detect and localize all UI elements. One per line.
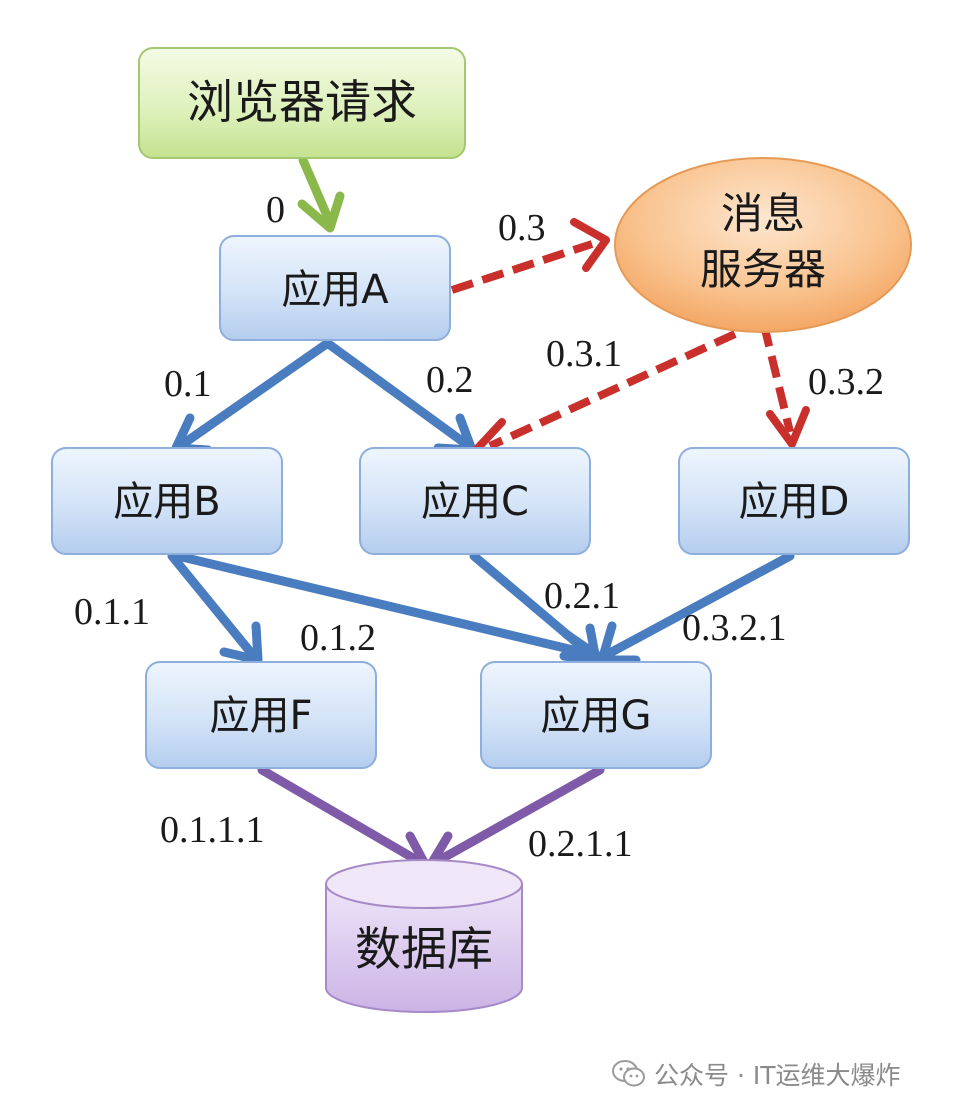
- edge-label-a-to-c: 0.2: [426, 359, 474, 401]
- watermark: 公众号 · IT运维大爆炸: [612, 1052, 901, 1096]
- edge-label-c-to-g: 0.2.1: [544, 575, 620, 617]
- app-g-node: 应用G: [480, 661, 712, 769]
- app-a-node: 应用A: [219, 235, 451, 341]
- message-server-node: 消息 服务器: [614, 157, 912, 333]
- app-c-label: 应用C: [421, 479, 529, 525]
- edge-label-browser-to-a: 0: [266, 189, 285, 231]
- edge-app-a-to-message-server: [450, 218, 610, 294]
- edge-app-d-to-app-g: [597, 551, 795, 665]
- edge-label-b-to-f: 0.1.1: [74, 591, 150, 633]
- message-server-label-line1: 消息: [721, 189, 805, 238]
- wechat-icon: [612, 1060, 645, 1087]
- app-d-node: 应用D: [678, 447, 910, 555]
- app-g-label: 应用G: [541, 693, 652, 739]
- edge-message-server-to-app-d: [760, 324, 810, 448]
- database-label: 数据库: [355, 922, 493, 976]
- edge-label-b-to-g: 0.1.2: [300, 617, 376, 659]
- app-a-label: 应用A: [281, 267, 389, 313]
- app-d-label: 应用D: [739, 479, 850, 525]
- edge-label-msg-to-d: 0.3.2: [808, 361, 884, 403]
- edge-label-f-to-db: 0.1.1.1: [160, 809, 265, 851]
- message-server-label-line2: 服务器: [700, 245, 826, 294]
- edge-label-d-to-g: 0.3.2.1: [682, 607, 787, 649]
- app-c-node: 应用C: [359, 447, 591, 555]
- database-node: 数据库: [325, 859, 523, 1013]
- edge-label-a-to-b: 0.1: [164, 363, 212, 405]
- edge-label-msg-to-c: 0.3.1: [546, 333, 622, 375]
- edge-app-b-to-app-f: [167, 551, 263, 665]
- app-f-label: 应用F: [209, 693, 312, 739]
- edge-browser-to-app-a: [297, 155, 345, 233]
- edge-label-g-to-db: 0.2.1.1: [528, 823, 633, 865]
- edge-app-c-to-app-g: [469, 551, 601, 665]
- browser-request-label: 浏览器请求: [187, 75, 417, 129]
- browser-request-node: 浏览器请求: [138, 47, 466, 159]
- edge-app-f-to-database: [257, 765, 431, 871]
- watermark-text: 公众号 · IT运维大爆炸: [654, 1061, 901, 1090]
- edge-label-a-to-msg: 0.3: [498, 207, 546, 249]
- app-f-node: 应用F: [145, 661, 377, 769]
- app-b-label: 应用B: [113, 479, 220, 525]
- app-b-node: 应用B: [51, 447, 283, 555]
